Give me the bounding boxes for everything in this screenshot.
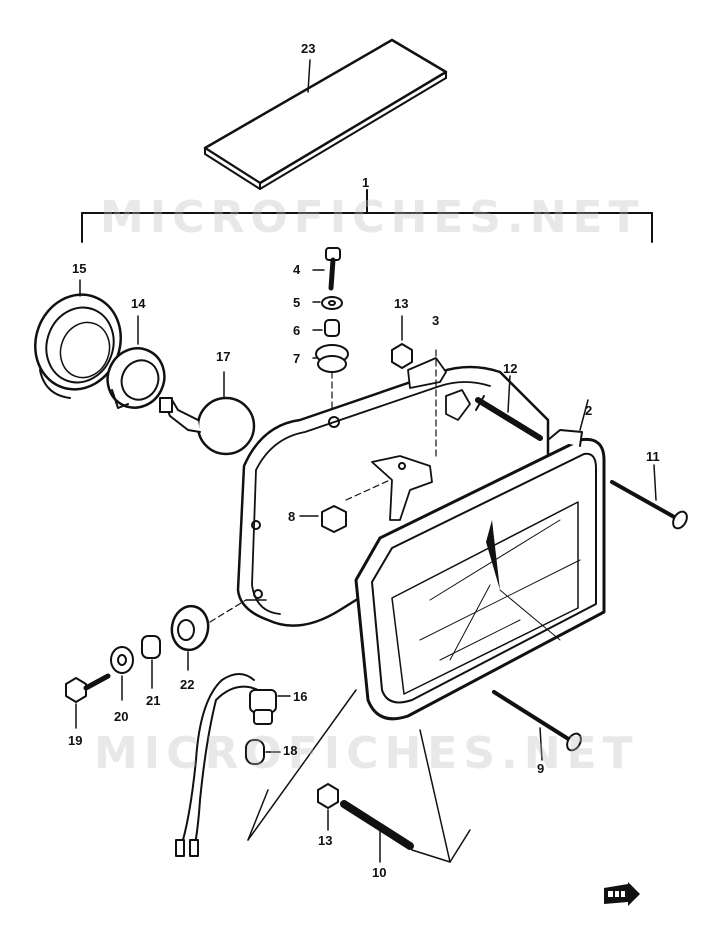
part-9-screw (492, 690, 582, 761)
part-6-collar (312, 319, 340, 337)
part-14-socket (106, 315, 166, 409)
callout-12: 12 (503, 361, 518, 376)
callout-23: 23 (301, 41, 316, 56)
callout-16: 16 (293, 689, 308, 704)
callout-1: 1 (362, 175, 370, 190)
part-17-bulb (159, 371, 256, 456)
leader-lines (247, 689, 471, 863)
callout-21: 21 (146, 693, 161, 708)
callout-19: 19 (68, 733, 83, 748)
callout-9: 9 (537, 761, 545, 776)
callout-15: 15 (72, 261, 87, 276)
callout-8: 8 (288, 509, 296, 524)
part-23-pad (203, 38, 448, 190)
callout-22: 22 (180, 677, 195, 692)
part-10-screw (340, 800, 414, 863)
callout-5: 5 (293, 295, 301, 310)
part-12-screw (475, 375, 543, 441)
part-20-washer (110, 646, 134, 701)
part-5-washer (312, 296, 343, 310)
watermark-bottom: MICROFICHES.NET (94, 728, 639, 779)
watermark-top: MICROFICHES.NET (100, 192, 645, 243)
part-16-socket-wires (175, 673, 291, 857)
callout-6: 6 (293, 323, 301, 338)
callout-13-bottom: 13 (318, 833, 333, 848)
callout-4: 4 (293, 262, 301, 277)
callout-18: 18 (283, 743, 298, 758)
callout-20: 20 (114, 709, 129, 724)
callout-7: 7 (293, 351, 301, 366)
part-13-nut-top (391, 315, 413, 369)
part-7-grommet (312, 344, 349, 373)
part-8-nut (299, 479, 391, 533)
part-18-bulb (245, 739, 281, 765)
part-11-screw (610, 464, 688, 530)
part-13-nut-bottom (317, 783, 339, 831)
callout-3: 3 (432, 313, 440, 328)
callout-11: 11 (646, 449, 660, 464)
part-2-sealed-beam (354, 399, 606, 721)
part-21-collar (141, 635, 161, 689)
fwd-arrow-icon (604, 882, 640, 906)
callout-2: 2 (585, 403, 593, 418)
callout-17: 17 (216, 349, 231, 364)
part-4-screw (312, 247, 341, 291)
part-19-bolt (65, 673, 111, 729)
part-22-grommet (170, 599, 247, 671)
callout-10: 10 (372, 865, 387, 880)
bracket-1 (81, 189, 653, 243)
callout-13-top: 13 (394, 296, 409, 311)
callout-14: 14 (131, 296, 146, 311)
